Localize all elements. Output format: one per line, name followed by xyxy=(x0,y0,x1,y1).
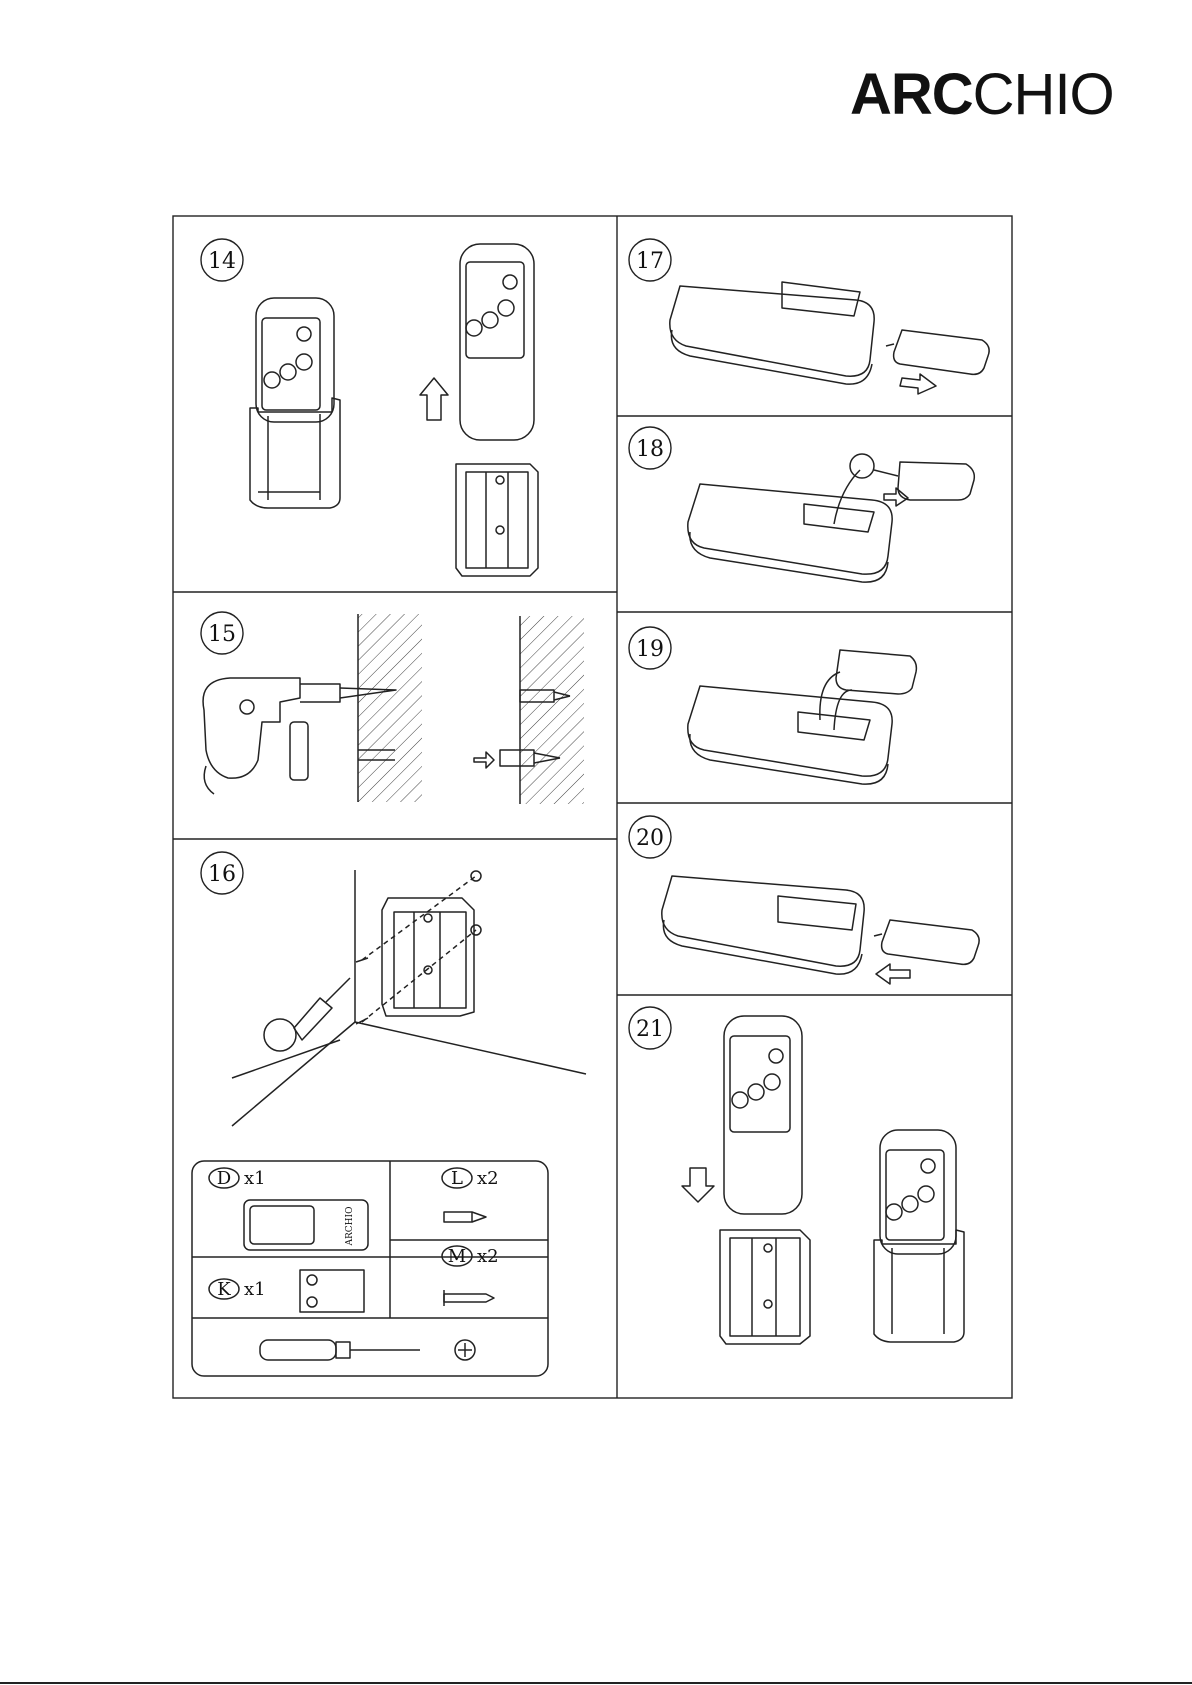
part-k-letter: K xyxy=(217,1279,231,1300)
page-bottom-rule xyxy=(0,1682,1192,1684)
step-number-20: 20 xyxy=(636,826,664,851)
step-number-16: 16 xyxy=(208,862,236,887)
battery-brand-label: ARCHIO xyxy=(345,1207,355,1247)
step-number-14: 14 xyxy=(208,249,236,274)
step-19-illustration xyxy=(688,650,917,784)
step-14-illustration xyxy=(250,244,538,576)
step-20-illustration xyxy=(662,876,979,984)
part-d-letter: D xyxy=(217,1168,231,1189)
part-l-letter: L xyxy=(451,1168,463,1189)
step-number-15: 15 xyxy=(208,622,236,647)
parts-list-box xyxy=(192,1161,548,1376)
part-m-qty: x2 xyxy=(477,1246,499,1267)
step-18-illustration xyxy=(688,454,975,582)
step-number-21: 21 xyxy=(636,1017,664,1042)
step-number-18: 18 xyxy=(636,437,664,462)
step-17-illustration xyxy=(670,282,989,394)
step-16-illustration xyxy=(232,870,586,1126)
step-21-illustration xyxy=(682,1016,964,1344)
step-number-19: 19 xyxy=(636,637,664,662)
step-number-17: 17 xyxy=(636,249,664,274)
step-15-illustration xyxy=(203,614,584,804)
part-d-qty: x1 xyxy=(244,1168,266,1189)
part-k-qty: x1 xyxy=(244,1279,266,1300)
part-m-letter: M xyxy=(448,1246,466,1267)
part-l-qty: x2 xyxy=(477,1168,499,1189)
